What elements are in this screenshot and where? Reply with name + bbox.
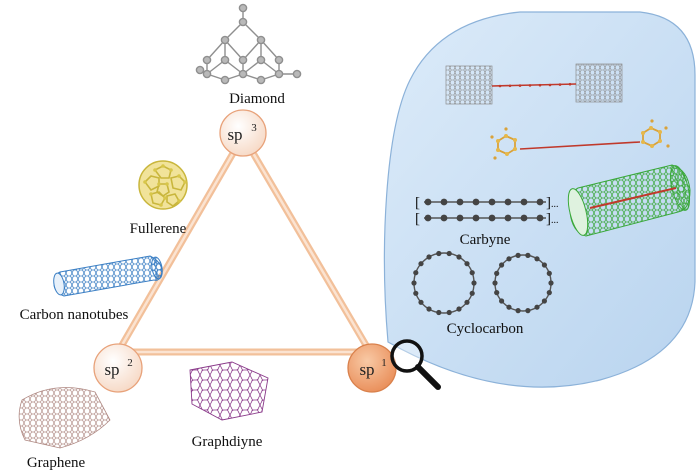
cyclocarbon-atom <box>418 299 424 305</box>
cyclocarbon-atom <box>456 254 462 260</box>
cyclocarbon-atom <box>436 250 442 257</box>
label-graphene: Graphene <box>27 455 86 471</box>
cyclocarbon-atom <box>469 290 475 296</box>
cyclocarbon-atom <box>499 262 505 268</box>
cyclocarbon-atom <box>525 308 531 314</box>
node-sp2-base: sp <box>104 360 119 379</box>
carbyne-bracket-open-1: [ <box>415 195 420 211</box>
label-graphdiyne: Graphdiyne <box>192 434 263 450</box>
carbyne-chains-structure <box>424 198 546 222</box>
cyclocarbon-atom <box>456 306 462 312</box>
node-sp3: sp 3 <box>219 109 267 157</box>
cyclocarbon-atom <box>413 270 419 276</box>
label-carbyne: Carbyne <box>460 232 511 248</box>
label-diamond: Diamond <box>229 91 285 107</box>
cyclocarbon-atom <box>541 298 548 304</box>
cyclocarbon-atom <box>413 290 419 296</box>
carbyne-bracket-close-1: ] <box>546 195 551 211</box>
carbyne-ellipsis-1: ... <box>551 199 559 210</box>
cyclocarbon-atom <box>546 270 552 276</box>
cyclocarbon-atom <box>418 261 424 267</box>
carbyne-bracket-open-2: [ <box>415 211 420 227</box>
cyclocarbon-atom <box>426 254 432 260</box>
cyclocarbon-atom <box>446 309 452 316</box>
fullerene-structure <box>138 160 188 210</box>
cyclocarbon-atom <box>515 308 521 314</box>
cyclocarbon-atom <box>534 304 540 310</box>
cyclocarbon-atom <box>494 270 500 276</box>
label-cyclocarbon: Cyclocarbon <box>447 321 524 337</box>
graphdiyne-structure <box>189 361 269 421</box>
label-carbon-nanotubes: Carbon nanotubes <box>20 307 129 323</box>
node-sp1-sup: 1 <box>381 357 387 369</box>
end-capped-polyyne-structure <box>490 119 670 160</box>
graphene-chain-graphene-structure <box>445 63 623 105</box>
cyclocarbon-structure <box>411 250 554 316</box>
hybridization-triangle <box>114 134 374 356</box>
node-sp2: sp 2 <box>93 343 143 393</box>
carbyne-ellipsis-2: ... <box>551 215 559 226</box>
cyclocarbon-atom <box>525 252 531 258</box>
node-sp1: sp 1 <box>347 343 397 393</box>
cyclocarbon-atom <box>411 280 417 286</box>
cyclocarbon-atom <box>436 309 442 316</box>
cyclocarbon-atom <box>464 261 470 267</box>
cyclocarbon-atom <box>515 252 521 258</box>
cyclocarbon-atom <box>446 250 452 257</box>
cyclocarbon-atom <box>499 298 505 304</box>
carbyne-bracket-close-2: ] <box>546 211 551 227</box>
label-fullerene: Fullerene <box>130 221 187 237</box>
cyclocarbon-atom <box>541 262 548 268</box>
cyclocarbon-atom <box>426 306 432 312</box>
cyclocarbon-atom <box>506 256 512 262</box>
cyclocarbon-atom <box>534 256 540 262</box>
cyclocarbon-atom <box>494 290 500 296</box>
cyclocarbon-atom <box>471 280 477 286</box>
node-sp1-base: sp <box>359 360 374 379</box>
cyclocarbon-atom <box>546 290 552 296</box>
node-sp3-sup: 3 <box>251 122 257 134</box>
magnifier-icon <box>390 339 441 390</box>
graphene-structure <box>18 387 111 449</box>
cyclocarbon-atom <box>469 270 475 276</box>
diamond-structure <box>195 3 302 85</box>
cyclocarbon-atom <box>492 280 498 286</box>
cyclocarbon-atom <box>464 299 470 305</box>
node-sp3-base: sp <box>227 125 242 144</box>
node-sp2-sup: 2 <box>127 357 133 369</box>
cyclocarbon-atom <box>506 304 512 310</box>
cyclocarbon-atom <box>548 280 554 286</box>
carbon-nanotube-structure <box>53 255 163 297</box>
carbyne-in-nanotube-structure <box>567 164 691 237</box>
